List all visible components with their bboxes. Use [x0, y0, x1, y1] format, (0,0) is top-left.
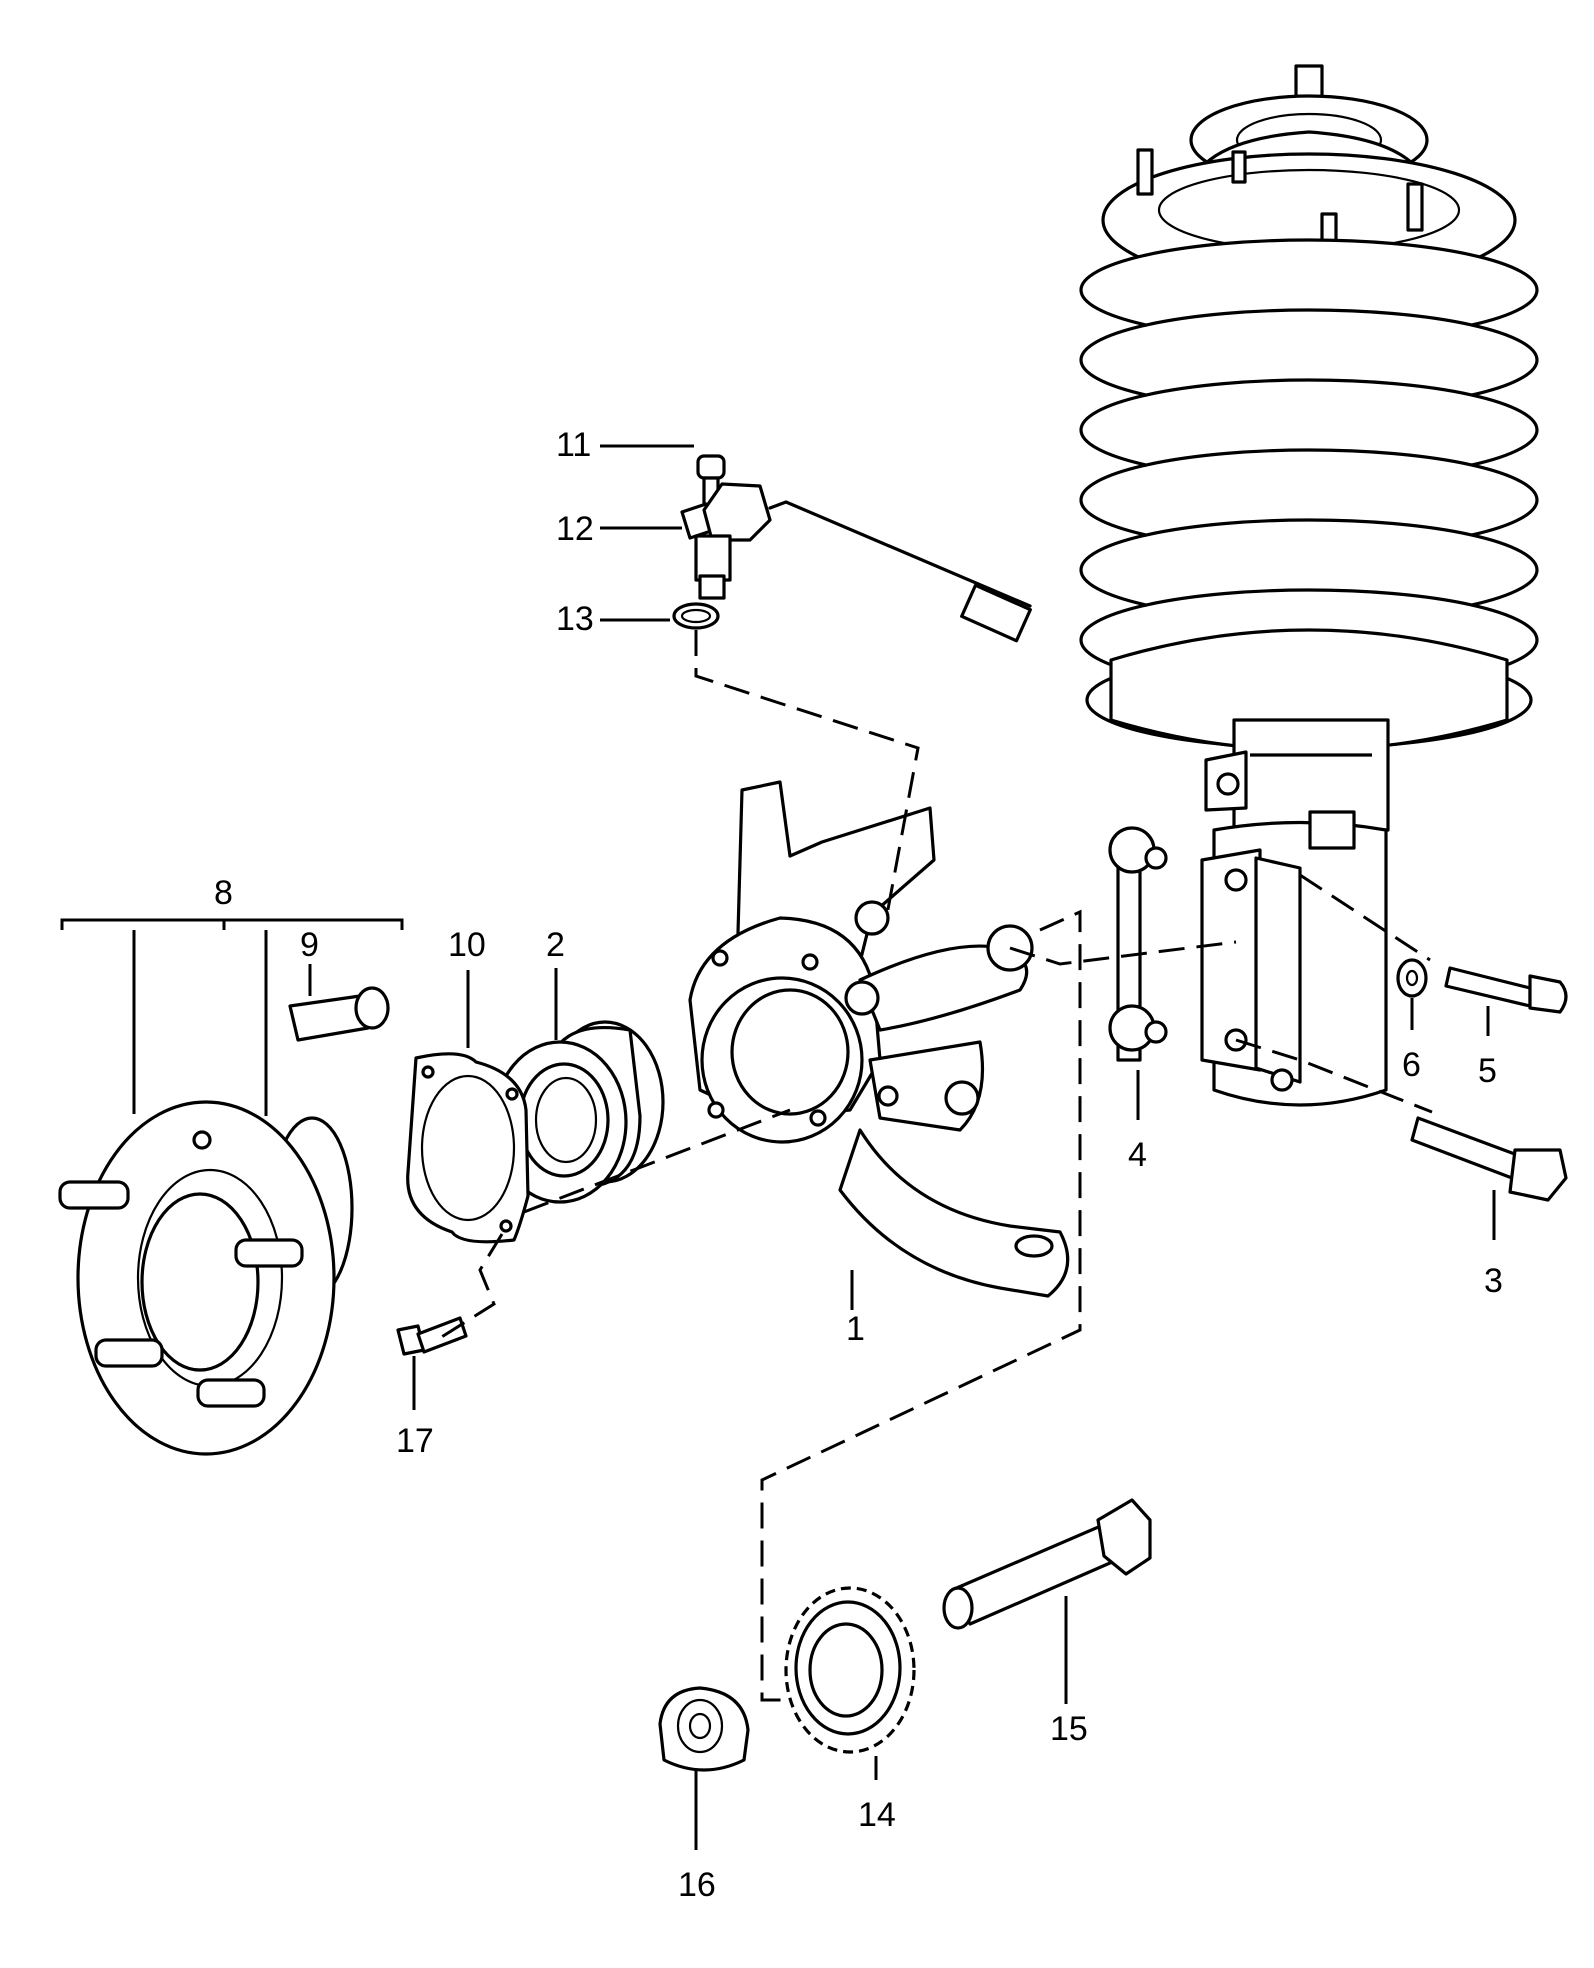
callout-15: 15: [1050, 1710, 1088, 1748]
callout-13: 13: [556, 600, 594, 638]
callout-1: 1: [846, 1310, 865, 1348]
wheel-hub: [58, 1100, 354, 1456]
callout-12: 12: [556, 510, 594, 548]
hex-bolt: [1410, 1116, 1568, 1202]
callout-9: 9: [300, 926, 319, 964]
stabilizer-link: [1108, 826, 1168, 1062]
speed-sensor: [680, 482, 1032, 643]
sealing-ring: [672, 602, 720, 630]
collar-nut: [658, 1686, 750, 1772]
callout-labels: 1 2 3 4 5 6 8 9 10 11 12 13 14 15 16 17: [214, 426, 1503, 1904]
leader-lines: [60, 444, 1496, 1850]
callout-3: 3: [1484, 1262, 1503, 1300]
callout-4: 4: [1128, 1136, 1147, 1174]
callout-8: 8: [214, 874, 233, 912]
toothed-ring: [784, 1586, 916, 1754]
callout-6: 6: [1402, 1046, 1421, 1084]
callout-17: 17: [396, 1422, 434, 1460]
assembly-lines: [264, 630, 1433, 1702]
steering-knuckle: [688, 780, 1070, 1298]
hex-head-bolt: [942, 1498, 1152, 1630]
callout-5: 5: [1478, 1052, 1497, 1090]
washer: [1396, 958, 1428, 998]
spring-strut-assembly: [1079, 64, 1539, 1107]
wheel-stud: [288, 986, 390, 1042]
cover-plate: [406, 1052, 530, 1244]
callout-14: 14: [858, 1796, 896, 1834]
callout-11: 11: [556, 426, 591, 464]
cap-screw: [1444, 966, 1568, 1014]
callout-2: 2: [546, 926, 565, 964]
hex-screw: [396, 1316, 468, 1356]
callout-10: 10: [448, 926, 486, 964]
callout-16: 16: [678, 1866, 716, 1904]
